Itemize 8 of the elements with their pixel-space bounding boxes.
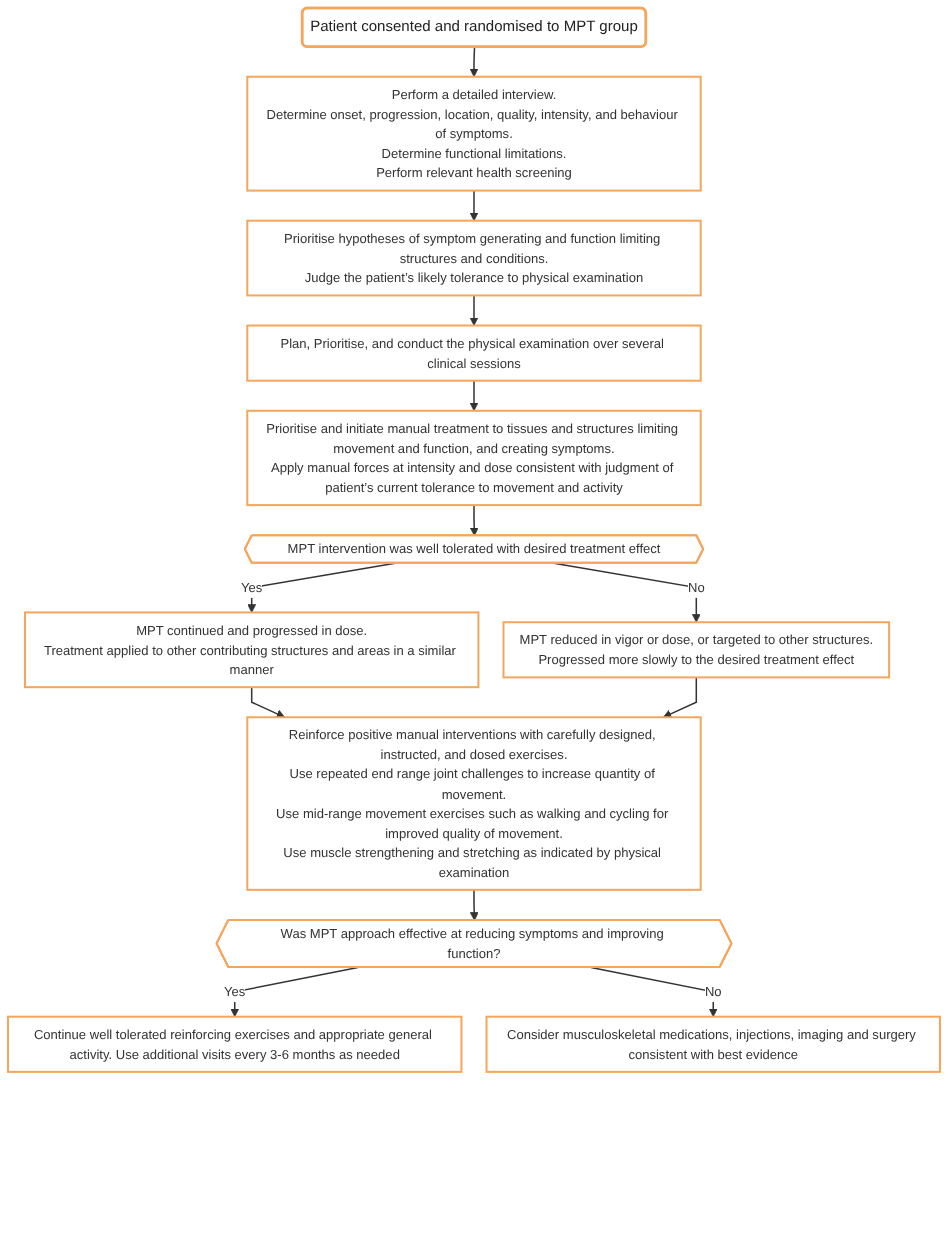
arrow	[662, 676, 698, 718]
arrow	[469, 46, 479, 78]
arrow	[250, 686, 286, 718]
arrow	[469, 379, 479, 412]
arrow	[469, 504, 479, 537]
arrow	[469, 889, 479, 921]
arrow	[469, 189, 479, 222]
arrow	[469, 294, 479, 326]
